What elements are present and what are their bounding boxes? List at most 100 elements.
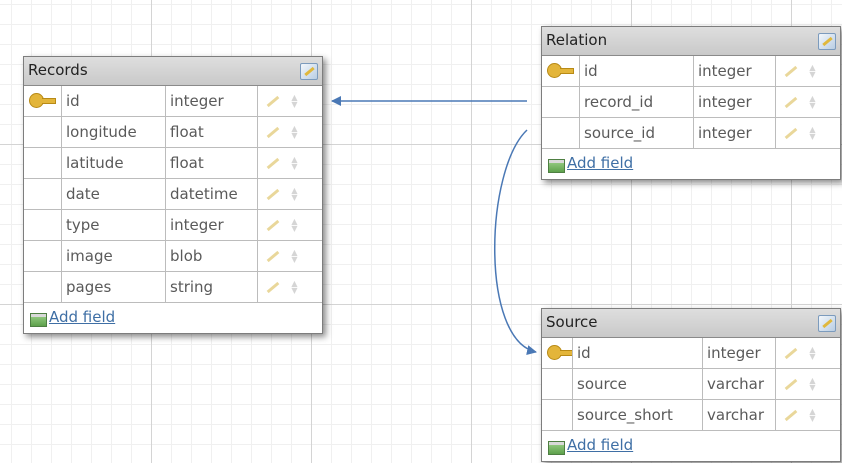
field-name: latitude xyxy=(62,148,166,178)
updown-icon[interactable]: ▲▼ xyxy=(809,407,816,423)
updown-icon[interactable]: ▲▼ xyxy=(291,248,298,264)
key-icon xyxy=(547,345,572,360)
pencil-icon[interactable] xyxy=(784,127,798,140)
field-type: integer xyxy=(166,86,258,116)
pencil-icon[interactable] xyxy=(266,281,280,294)
field-actions: ▲▼ xyxy=(258,148,322,178)
add-field-icon[interactable] xyxy=(30,313,47,327)
key-cell xyxy=(542,56,580,86)
edit-icon[interactable] xyxy=(818,315,836,332)
field-name: id xyxy=(62,86,166,116)
pencil-icon[interactable] xyxy=(266,126,280,139)
field-actions: ▲▼ xyxy=(776,118,840,148)
edit-icon[interactable] xyxy=(300,63,318,80)
field-type: blob xyxy=(166,241,258,271)
table-title: Records xyxy=(28,61,88,79)
field-name: type xyxy=(62,210,166,240)
pencil-icon[interactable] xyxy=(266,95,280,108)
pencil-icon[interactable] xyxy=(784,347,798,360)
key-cell xyxy=(24,179,62,209)
field-name: source xyxy=(573,369,703,399)
updown-icon[interactable]: ▲▼ xyxy=(291,217,298,233)
field-type: float xyxy=(166,117,258,147)
field-type: integer xyxy=(694,56,776,86)
pencil-icon[interactable] xyxy=(266,188,280,201)
pencil-icon[interactable] xyxy=(266,250,280,263)
updown-icon[interactable]: ▲▼ xyxy=(809,63,816,79)
key-cell xyxy=(542,118,580,148)
updown-icon[interactable]: ▲▼ xyxy=(809,125,816,141)
add-field-icon[interactable] xyxy=(548,159,565,173)
add-field-icon[interactable] xyxy=(548,441,565,455)
field-name: image xyxy=(62,241,166,271)
updown-icon[interactable]: ▲▼ xyxy=(809,94,816,110)
relation-table-header[interactable]: Relation xyxy=(542,27,840,56)
updown-icon[interactable]: ▲▼ xyxy=(291,279,298,295)
field-actions: ▲▼ xyxy=(258,241,322,271)
table-title: Relation xyxy=(546,31,608,49)
edit-icon[interactable] xyxy=(818,33,836,50)
pencil-icon[interactable] xyxy=(266,157,280,170)
updown-icon[interactable]: ▲▼ xyxy=(291,186,298,202)
field-actions: ▲▼ xyxy=(258,117,322,147)
key-cell xyxy=(24,241,62,271)
add-field-row: Add field xyxy=(542,149,840,179)
key-cell xyxy=(24,272,62,302)
records-table-header[interactable]: Records xyxy=(24,57,322,86)
pencil-icon[interactable] xyxy=(784,65,798,78)
key-icon xyxy=(547,63,574,78)
key-cell xyxy=(24,86,62,116)
field-name: source_short xyxy=(573,400,703,430)
field-name: id xyxy=(573,338,703,368)
updown-icon[interactable]: ▲▼ xyxy=(809,345,816,361)
field-name: id xyxy=(580,56,694,86)
field-type: integer xyxy=(694,87,776,117)
field-type: datetime xyxy=(166,179,258,209)
key-cell xyxy=(542,87,580,117)
field-type: integer xyxy=(166,210,258,240)
field-actions: ▲▼ xyxy=(776,87,840,117)
pencil-icon[interactable] xyxy=(784,96,798,109)
field-type: varchar xyxy=(703,369,776,399)
source-table-header[interactable]: Source xyxy=(542,309,840,338)
add-field-link[interactable]: Add field xyxy=(567,436,634,454)
add-field-link[interactable]: Add field xyxy=(567,154,634,172)
key-icon xyxy=(29,93,56,108)
key-cell xyxy=(24,148,62,178)
field-type: integer xyxy=(694,118,776,148)
field-actions: ▲▼ xyxy=(776,56,840,86)
add-field-link[interactable]: Add field xyxy=(49,308,116,326)
pencil-icon[interactable] xyxy=(784,378,798,391)
pencil-icon[interactable] xyxy=(266,219,280,232)
relation-to-source-connector xyxy=(494,129,537,355)
field-actions: ▲▼ xyxy=(258,272,322,302)
field-type: integer xyxy=(703,338,776,368)
field-actions: ▲▼ xyxy=(258,86,322,116)
updown-icon[interactable]: ▲▼ xyxy=(291,93,298,109)
field-actions: ▲▼ xyxy=(776,369,840,399)
key-cell xyxy=(542,369,573,399)
key-cell xyxy=(542,338,573,368)
updown-icon[interactable]: ▲▼ xyxy=(809,376,816,392)
pencil-icon[interactable] xyxy=(784,409,798,422)
updown-icon[interactable]: ▲▼ xyxy=(291,124,298,140)
updown-icon[interactable]: ▲▼ xyxy=(291,155,298,171)
